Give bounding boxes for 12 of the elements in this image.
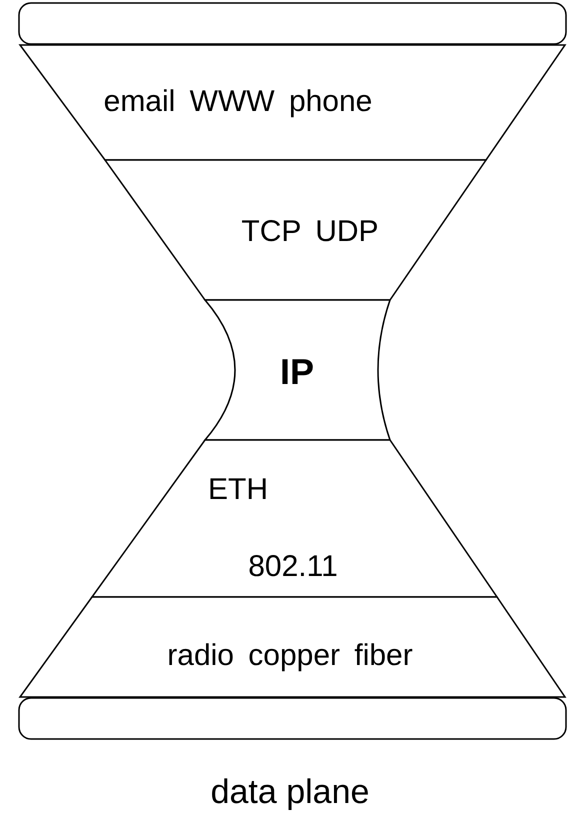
layer-label: IP (280, 355, 314, 389)
layer-label: radio copper fiber (167, 639, 413, 673)
rounded-bar (18, 697, 567, 740)
layer-band (18, 597, 567, 697)
layer-band (205, 300, 390, 440)
layer-label: TCP UDP (241, 215, 379, 249)
layer-label: email WWW phone (104, 85, 372, 119)
layer-label: ETH (208, 473, 268, 507)
rounded-bar (18, 2, 567, 45)
caption: data plane (210, 772, 370, 812)
layer-band (18, 45, 567, 160)
layer-label: 802.11 (248, 550, 338, 584)
